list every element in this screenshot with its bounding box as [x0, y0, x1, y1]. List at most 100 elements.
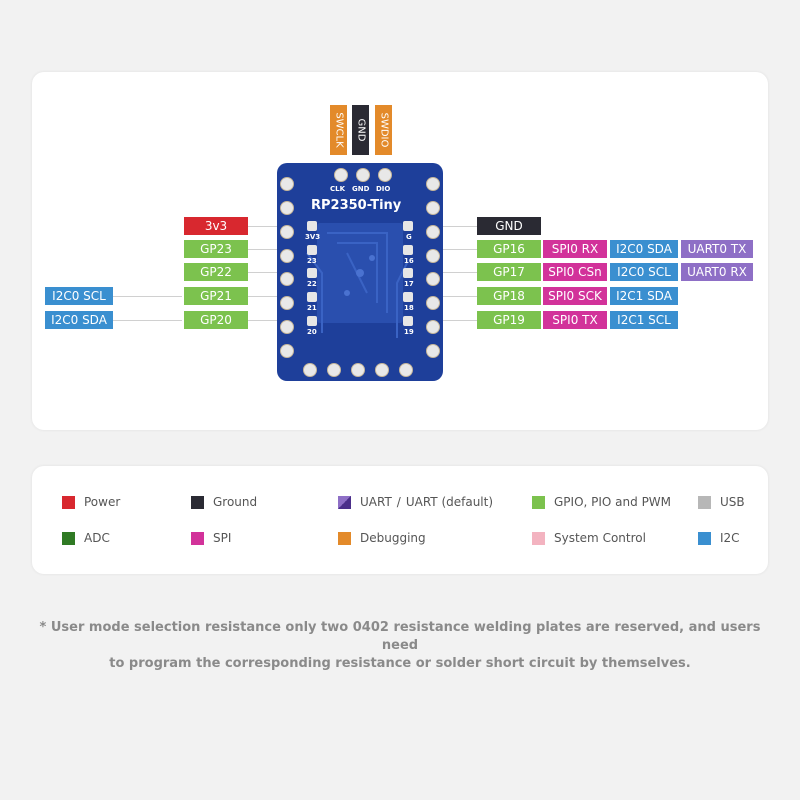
legend-usb: USB [698, 494, 745, 510]
pin-label-3v3: 3v3 [184, 217, 248, 235]
footnote-line-2: to program the corresponding resistance … [109, 656, 691, 671]
pin-pad-16 [403, 245, 413, 255]
pad-left-8 [280, 344, 294, 358]
legend-swatch-power [62, 495, 75, 509]
pad-left-1 [280, 177, 294, 191]
legend-uart: UART / UART (default) [338, 494, 493, 510]
pin-pad-3v3 [307, 221, 317, 231]
pad-bottom-1 [303, 363, 317, 377]
wire-right-gp19 [432, 320, 478, 321]
pcb-num-17: 17 [404, 280, 414, 288]
pad-right-6 [426, 296, 440, 310]
legend-adc: ADC [62, 530, 110, 546]
legend-swatch-spi [191, 531, 204, 545]
pin-label-gp18: GP18 [477, 287, 541, 305]
pin-label-gp20: GP20 [184, 311, 248, 329]
legend-debug: Debugging [338, 530, 426, 546]
pin-label-gp21: GP21 [184, 287, 248, 305]
legend-gpio: GPIO, PIO and PWM [532, 494, 671, 510]
footnote: * User mode selection resistance only tw… [30, 619, 770, 673]
pad-right-3 [426, 225, 440, 239]
pcb-num-16: 16 [404, 257, 414, 265]
func-label-spi0-csn: SPI0 CSn [543, 263, 607, 281]
rp2350-tiny-board: CLK GND DIO RP2350-Tiny 3V3 23 22 21 20 … [277, 163, 443, 381]
legend-i2c: I2C [698, 530, 740, 546]
legend-swatch-ground [191, 495, 204, 509]
legend-swatch-system [532, 531, 545, 545]
func-label-uart0-tx: UART0 TX [681, 240, 753, 258]
debug-pin-swdio: SWDIO [375, 105, 392, 155]
pad-right-1 [426, 177, 440, 191]
wire-right-gnd [432, 226, 478, 227]
pad-top-dio [378, 168, 392, 182]
legend-system: System Control [532, 530, 646, 546]
pcb-num-21: 21 [307, 304, 317, 312]
func-label-spi0-tx: SPI0 TX [543, 311, 607, 329]
func-label-i2c0-sda-left: I2C0 SDA [45, 311, 113, 329]
pcb-label-gnd: GND [352, 185, 370, 193]
pad-bottom-2 [327, 363, 341, 377]
pad-right-7 [426, 320, 440, 334]
pin-pad-23 [307, 245, 317, 255]
board-name: RP2350-Tiny [311, 198, 402, 213]
func-label-i2c0-sda-right: I2C0 SDA [610, 240, 678, 258]
pad-bottom-5 [399, 363, 413, 377]
pad-right-2 [426, 201, 440, 215]
func-label-spi0-sck: SPI0 SCK [543, 287, 607, 305]
func-label-uart0-rx: UART0 RX [681, 263, 753, 281]
pad-top-gnd [356, 168, 370, 182]
pad-bottom-3 [351, 363, 365, 377]
pcb-num-19: 19 [404, 328, 414, 336]
pin-label-gp19: GP19 [477, 311, 541, 329]
wire-left-gp20 [112, 320, 182, 321]
wire-left-gp21 [112, 296, 182, 297]
pin-pad-17 [403, 268, 413, 278]
legend-card [32, 466, 768, 574]
legend-swatch-adc [62, 531, 75, 545]
pad-right-8 [426, 344, 440, 358]
legend-swatch-usb [698, 495, 711, 509]
pcb-label-clk: CLK [330, 185, 346, 193]
pin-label-gp22: GP22 [184, 263, 248, 281]
wire-right-gp16 [432, 249, 478, 250]
legend-swatch-i2c [698, 531, 711, 545]
legend-power: Power [62, 494, 120, 510]
pcb-num-18: 18 [404, 304, 414, 312]
pad-left-4 [280, 249, 294, 263]
func-label-i2c1-scl: I2C1 SCL [610, 311, 678, 329]
footnote-line-1: * User mode selection resistance only tw… [39, 620, 761, 653]
pcb-num-3v3: 3V3 [305, 233, 321, 241]
legend-swatch-uart [338, 495, 351, 509]
pcb-num-22: 22 [307, 280, 317, 288]
wire-left-gp22 [247, 272, 287, 273]
wire-left-3v3 [247, 226, 287, 227]
pin-pad-20 [307, 316, 317, 326]
func-label-i2c1-sda: I2C1 SDA [610, 287, 678, 305]
legend-swatch-debug [338, 531, 351, 545]
pad-left-5 [280, 272, 294, 286]
pad-left-7 [280, 320, 294, 334]
wire-right-gp18 [432, 296, 478, 297]
wire-left-gp23 [247, 249, 287, 250]
pin-label-gp23: GP23 [184, 240, 248, 258]
pin-pad-g [403, 221, 413, 231]
legend-swatch-gpio [532, 495, 545, 509]
pin-label-gp16: GP16 [477, 240, 541, 258]
legend-spi: SPI [191, 530, 231, 546]
wire-right-gp17 [432, 272, 478, 273]
func-label-i2c0-scl-right: I2C0 SCL [610, 263, 678, 281]
pad-top-clk [334, 168, 348, 182]
debug-pin-swclk: SWCLK [330, 105, 347, 155]
pin-pad-19 [403, 316, 413, 326]
func-label-i2c0-scl-left: I2C0 SCL [45, 287, 113, 305]
func-label-spi0-rx: SPI0 RX [543, 240, 607, 258]
pin-label-gp17: GP17 [477, 263, 541, 281]
pcb-num-g: G [406, 233, 412, 241]
pin-label-gnd: GND [477, 217, 541, 235]
pad-left-3 [280, 225, 294, 239]
pcb-num-23: 23 [307, 257, 317, 265]
pad-bottom-4 [375, 363, 389, 377]
pad-left-2 [280, 201, 294, 215]
pad-left-6 [280, 296, 294, 310]
pin-pad-22 [307, 268, 317, 278]
